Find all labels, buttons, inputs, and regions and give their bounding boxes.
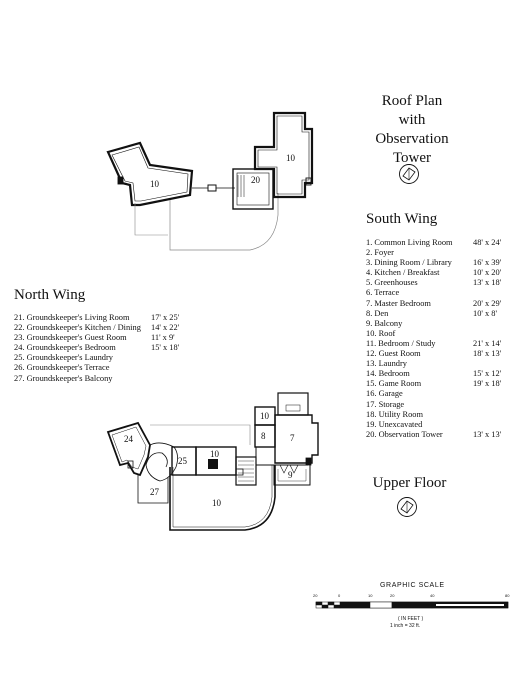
room-24: [106, 421, 151, 477]
roof-left-wing: [106, 141, 194, 207]
roof-plan-title-line: with: [398, 112, 426, 128]
list-item: 26. Groundskeeper's Terrace: [14, 363, 110, 373]
list-item: 19. Unexcavated: [366, 419, 423, 429]
scale-tick-label: 40: [430, 593, 435, 598]
list-item: 2. Foyer: [366, 248, 394, 258]
roof-plan-title-line: Tower: [392, 150, 432, 166]
floor-room-label: 24: [124, 434, 134, 444]
roof-plan-title: Roof Plan with Observation Tower: [362, 92, 462, 168]
room-27: [137, 475, 169, 504]
north-arrow-icon: [399, 164, 419, 184]
list-item: 27. Groundskeeper's Balcony: [14, 373, 113, 383]
roof-plan-title-line: Observation: [375, 131, 449, 147]
scale-tick-label: 20: [390, 593, 395, 598]
north-wing-heading: North Wing: [14, 287, 86, 303]
floor-room-label: 25: [178, 456, 188, 466]
room-9: [273, 465, 311, 486]
floor-room-label: 9: [288, 470, 293, 480]
room-7: [274, 414, 319, 464]
list-item: 13. Laundry: [366, 359, 407, 369]
scale-tick-label: 10: [368, 593, 373, 598]
list-item: 6. Terrace: [366, 288, 400, 298]
graphic-scale-title: GRAPHIC SCALE: [380, 582, 445, 589]
list-item: 25. Groundskeeper's Laundry: [14, 353, 113, 363]
floor-room-label: 27: [150, 487, 160, 497]
south-wing-heading: South Wing: [366, 211, 438, 227]
graphic-scale-ratio: 1 inch = 32 ft.: [390, 623, 421, 629]
roof-right-wing: [253, 111, 314, 199]
roof-plan-title-line: Roof Plan: [381, 93, 443, 109]
graphic-scale-bar: [315, 601, 509, 609]
list-item: 9. Balcony: [366, 318, 403, 328]
list-item: 16. Garage: [366, 389, 403, 399]
list-item: 18. Utility Room: [366, 409, 424, 419]
graphic-scale-unit: ( IN FEET ): [398, 616, 424, 622]
roof-room-label: 10: [150, 179, 160, 189]
scale-tick-label: 0: [338, 593, 341, 598]
floor-room-label: 10: [212, 498, 222, 508]
scale-tick-label: 80: [505, 593, 510, 598]
list-item: 10. Roof: [366, 328, 396, 338]
roof-room-label: 20: [251, 175, 261, 185]
floor-room-label: 10: [260, 411, 270, 421]
north-arrow-icon: [397, 497, 417, 517]
roof-room-label: 10: [286, 153, 296, 163]
floor-room-label: 7: [290, 433, 295, 443]
upper-floor-drawing: 24 25 10 10 8 7 27 10 9: [106, 392, 319, 531]
floor-room-label: 10: [210, 449, 220, 459]
floor-room-label: 8: [261, 431, 266, 441]
scale-tick-label: 20: [313, 593, 318, 598]
list-item: 17. Storage: [366, 399, 405, 409]
roof-plan-drawing: 10 20 10: [106, 111, 314, 251]
upper-floor-title: Upper Floor: [372, 475, 447, 491]
